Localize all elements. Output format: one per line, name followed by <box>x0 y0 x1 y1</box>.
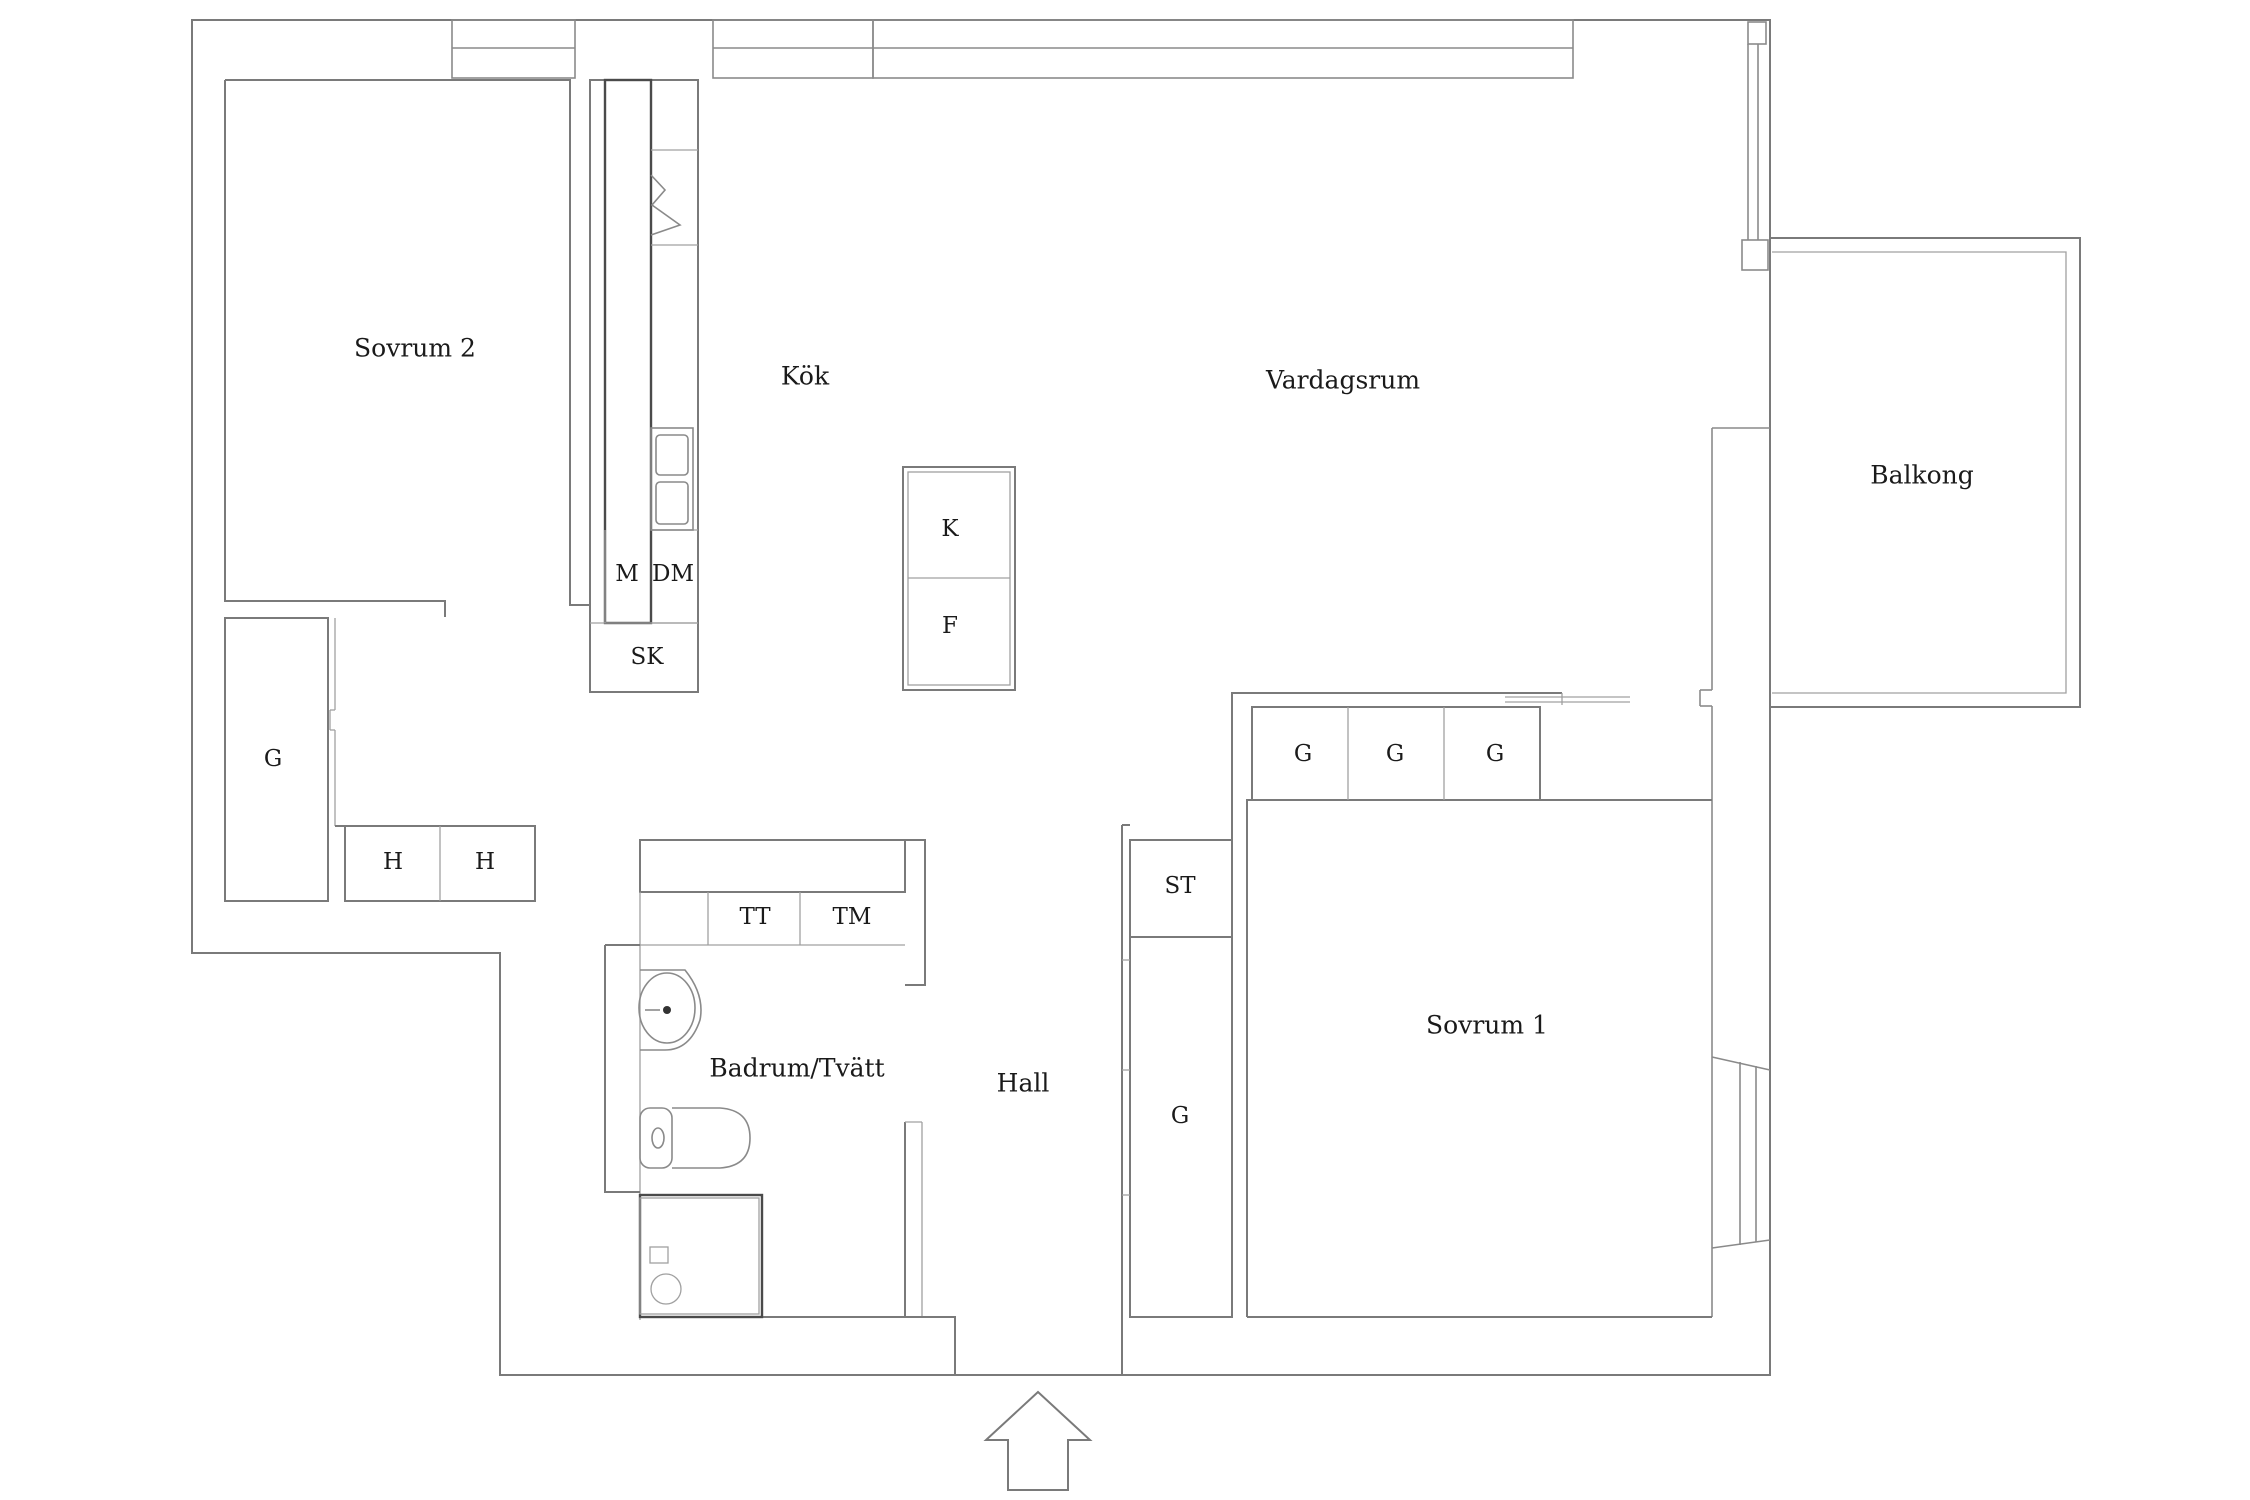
toilet-icon <box>639 1107 751 1169</box>
entrance-arrow-icon <box>983 1390 1093 1491</box>
fixture-label-g1: G <box>1294 741 1312 767</box>
shower-icon <box>638 1193 764 1319</box>
window-right <box>1711 1056 1771 1249</box>
fixture-label-h1: H <box>383 849 403 875</box>
closets-hall <box>1122 839 1233 1318</box>
wardrobe-left <box>224 617 336 902</box>
fixture-label-tm: TM <box>833 904 872 930</box>
fixture-label-g3: G <box>1486 741 1504 767</box>
room-label-balkong: Balkong <box>1870 461 1974 490</box>
fixture-label-dm: DM <box>652 561 694 587</box>
fixture-label-f: F <box>942 613 958 639</box>
fixture-label-g2: G <box>1386 741 1404 767</box>
room-label-sovrum1: Sovrum 1 <box>1426 1011 1548 1040</box>
windows <box>451 19 1769 271</box>
room-label-kok: Kök <box>781 362 830 391</box>
fixture-label-h2: H <box>475 849 495 875</box>
shelves <box>335 825 536 902</box>
kitchen-sink-icon <box>650 427 694 531</box>
fixture-label-k: K <box>941 516 959 542</box>
sovrum1-walls <box>1231 692 1712 1318</box>
fixture-label-st: ST <box>1164 873 1196 899</box>
fixture-label-g-left: G <box>264 746 282 772</box>
kitchen-island <box>902 466 1016 691</box>
room-label-hall: Hall <box>997 1069 1050 1098</box>
kitchen-counter <box>589 78 699 693</box>
hall-walls <box>905 824 1130 1375</box>
room-label-vardagsrum: Vardagsrum <box>1265 366 1420 395</box>
room-label-badrum: Badrum/Tvätt <box>709 1054 884 1083</box>
fixture-label-g-hall: G <box>1171 1103 1189 1129</box>
fixture-label-sk: SK <box>631 644 665 670</box>
outer-wall <box>191 19 1771 1376</box>
balcony-door <box>1699 427 1770 1317</box>
balcony <box>1770 237 2081 708</box>
room-label-sovrum2: Sovrum 2 <box>354 334 476 363</box>
wardrobes-sovrum1 <box>1251 706 1541 801</box>
sink-icon <box>638 969 702 1051</box>
fixture-label-tt: TT <box>739 904 771 930</box>
stove-icon <box>650 174 682 236</box>
fixture-label-m: M <box>615 561 639 587</box>
